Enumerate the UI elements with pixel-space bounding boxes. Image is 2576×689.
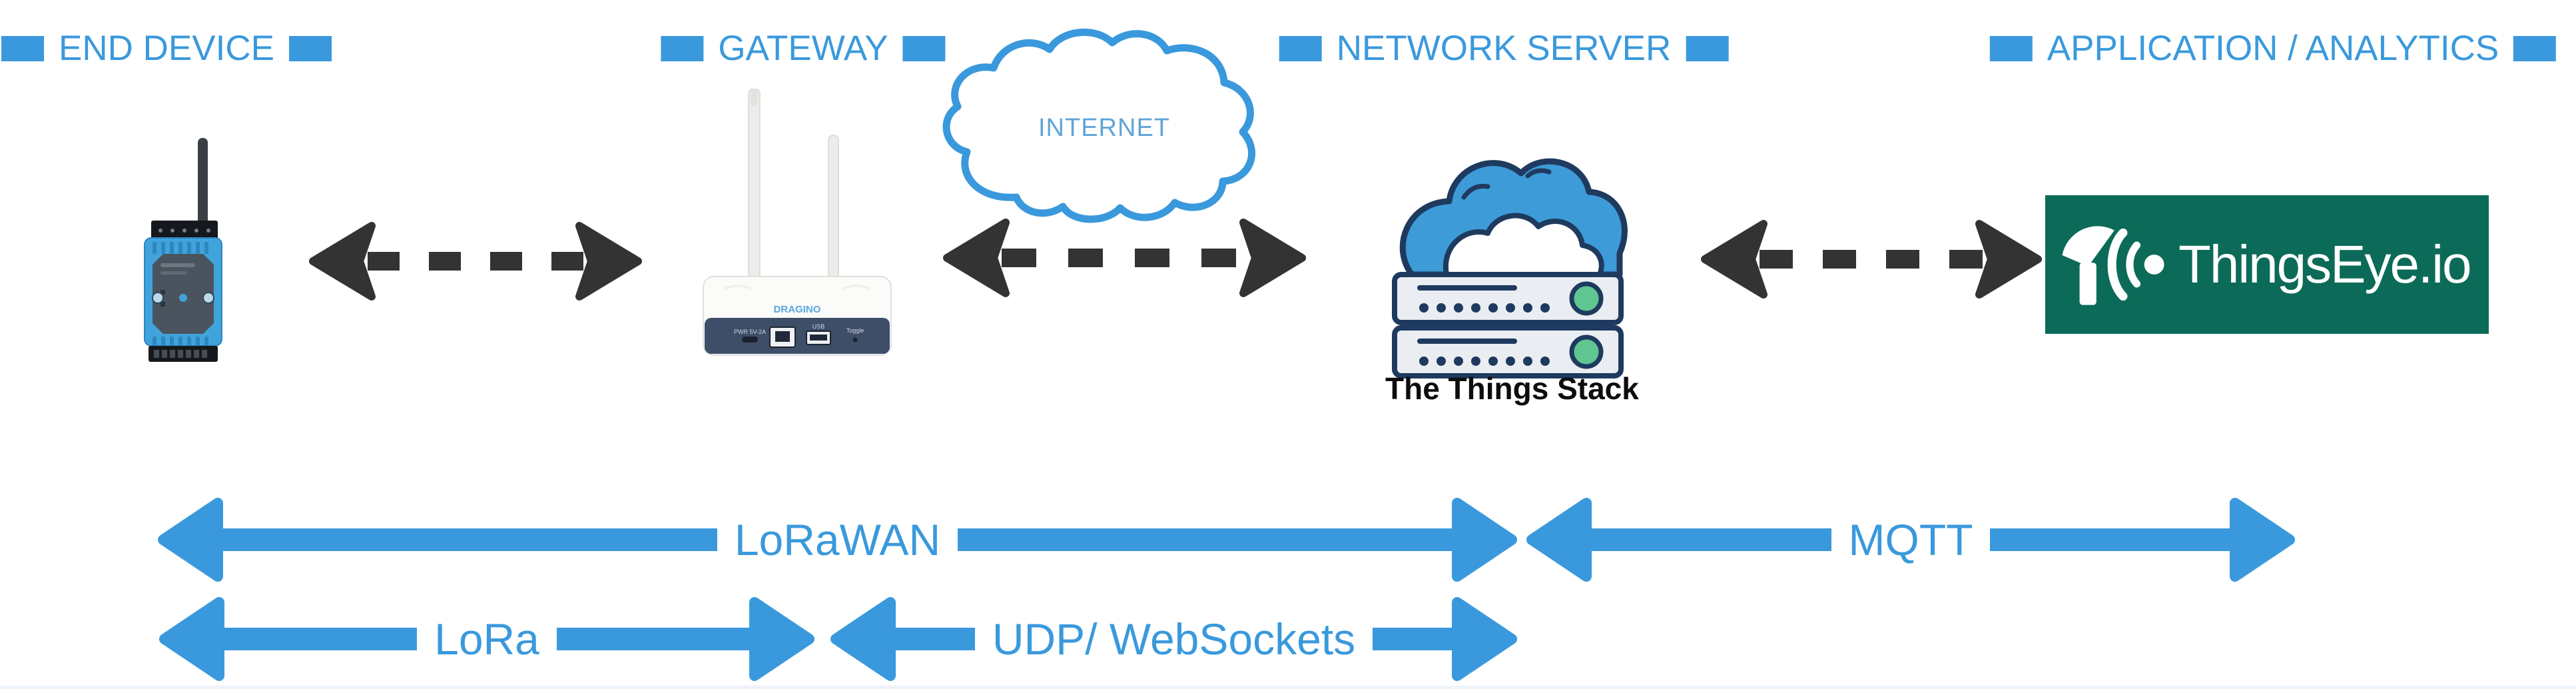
cloud-outline-icon: INTERNET <box>942 28 1256 223</box>
section-label-network-server: NETWORK SERVER <box>1279 31 1729 66</box>
internet-cloud: INTERNET <box>938 21 1271 233</box>
gateway-brand-text: DRAGINO <box>774 304 821 315</box>
label-square-icon <box>288 35 332 61</box>
arrow-shaft <box>556 628 749 650</box>
double-dashed-arrow-icon <box>1701 220 2042 299</box>
label-square-icon <box>1686 35 1729 61</box>
internet-label: INTERNET <box>1038 114 1170 142</box>
arrow-shaft <box>958 528 1452 551</box>
mqtt-protocol-label: MQTT <box>1848 515 1973 564</box>
arrow-shaft <box>223 528 717 551</box>
dashed-link-device-gateway <box>306 217 645 307</box>
thingseye-logo: ThingsEye.io <box>2045 195 2489 334</box>
arrowhead-left-icon <box>1526 498 1592 582</box>
label-square-icon <box>902 35 946 61</box>
arrowhead-right-icon <box>2230 498 2296 582</box>
network-server-illustration <box>1385 133 1630 380</box>
arrow-shaft <box>896 628 975 650</box>
cloud-server-icon <box>1392 158 1628 378</box>
lora-gateway-icon: DRAGINO PWR 5V-2A USB Toggle <box>703 88 892 356</box>
gateway-port-toggle-label: Toggle <box>846 327 864 334</box>
label-square-icon <box>1279 35 1322 61</box>
arrowhead-left-icon <box>159 597 224 681</box>
section-label-gateway: GATEWAY <box>661 29 946 68</box>
section-label-application-analytics: APPLICATION / ANALYTICS <box>1989 29 2557 68</box>
arrow-shaft <box>224 628 418 650</box>
label-square-icon <box>661 35 704 61</box>
lorawan-protocol-label: LoRaWAN <box>734 515 941 564</box>
arrow-shaft <box>1990 528 2230 551</box>
protocol-arrow-udp-websockets: UDP/ WebSockets <box>829 596 1518 682</box>
things-stack-caption: The Things Stack <box>1385 371 1639 406</box>
end-device-label: END DEVICE <box>59 29 274 68</box>
arrowhead-right-icon <box>749 597 814 681</box>
network-server-label: NETWORK SERVER <box>1336 29 1672 68</box>
gateway-port-power-label: PWR 5V-2A <box>734 329 766 335</box>
protocol-arrow-lora: LoRa <box>158 596 816 682</box>
lora-protocol-label: LoRa <box>434 614 539 664</box>
label-square-icon <box>1989 35 2033 61</box>
arrowhead-left-icon <box>830 597 896 681</box>
udp-websockets-protocol-label: UDP/ WebSockets <box>992 614 1356 664</box>
dashed-link-gateway-server <box>940 213 1309 303</box>
arrowhead-right-icon <box>1452 498 1517 582</box>
dashed-link-server-application <box>1698 215 2045 305</box>
end-device-illustration <box>143 137 223 363</box>
protocol-arrow-mqtt: MQTT <box>1525 496 2296 583</box>
double-dashed-arrow-icon <box>943 219 1306 297</box>
arrowhead-left-icon <box>158 498 223 582</box>
lora-sensor-node-icon <box>144 138 222 362</box>
arrow-shaft <box>1373 628 1452 650</box>
arrow-shaft <box>1592 528 1831 551</box>
label-square-icon <box>1 35 45 61</box>
gateway-port-usb-label: USB <box>812 323 825 330</box>
section-label-end-device: END DEVICE <box>1 31 332 66</box>
thingseye-logo-text: ThingsEye.io <box>2178 235 2471 294</box>
bottom-edge-line <box>0 686 2576 689</box>
double-dashed-arrow-icon <box>309 222 642 301</box>
application-analytics-label: APPLICATION / ANALYTICS <box>2047 29 2499 68</box>
thingseye-mark-icon <box>2062 226 2164 305</box>
protocol-arrow-lorawan: LoRaWAN <box>157 496 1518 583</box>
arrowhead-right-icon <box>1452 597 1517 681</box>
gateway-illustration: DRAGINO PWR 5V-2A USB Toggle <box>698 88 896 372</box>
label-square-icon <box>2513 35 2557 61</box>
gateway-label: GATEWAY <box>718 29 888 68</box>
